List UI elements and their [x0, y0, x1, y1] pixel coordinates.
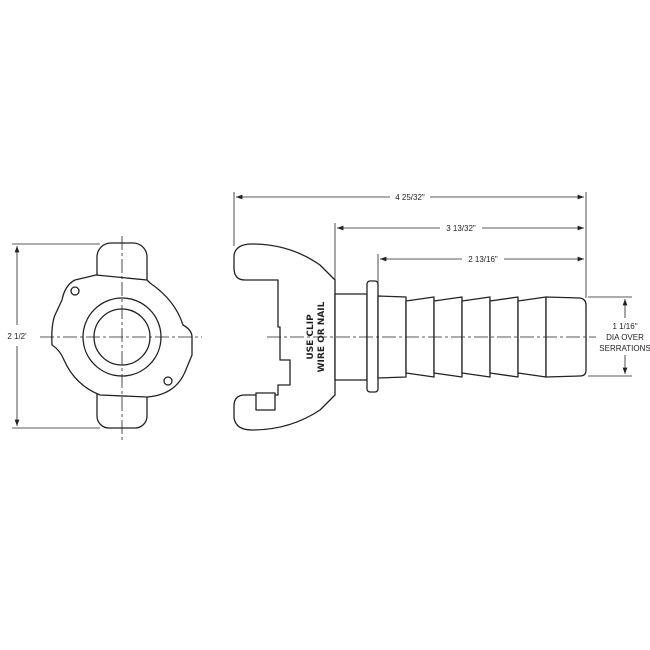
pin-hole [163, 376, 173, 386]
dim-diameter: 1 1/16" DIA OVER SERRATIONS [599, 322, 650, 353]
svg-text:USE CLIP: USE CLIP [306, 314, 316, 360]
dim-stem: 2 13/16" [468, 255, 498, 264]
pin-hole [70, 286, 80, 296]
svg-text:SERRATIONS: SERRATIONS [599, 344, 650, 353]
side-view: USE CLIP WIRE OR NAIL 4 25/32" 3 13/32" … [233, 192, 650, 431]
dim-body: 3 13/32" [446, 224, 476, 233]
front-view: 2 1/2' [7, 236, 202, 440]
svg-text:DIA OVER: DIA OVER [606, 333, 644, 342]
dim-overall: 4 25/32" [395, 193, 425, 202]
collar [366, 280, 379, 393]
lug-tab [255, 392, 276, 411]
dim-height: 2 1/2' [7, 332, 27, 341]
svg-text:1 1/16": 1 1/16" [612, 322, 637, 331]
